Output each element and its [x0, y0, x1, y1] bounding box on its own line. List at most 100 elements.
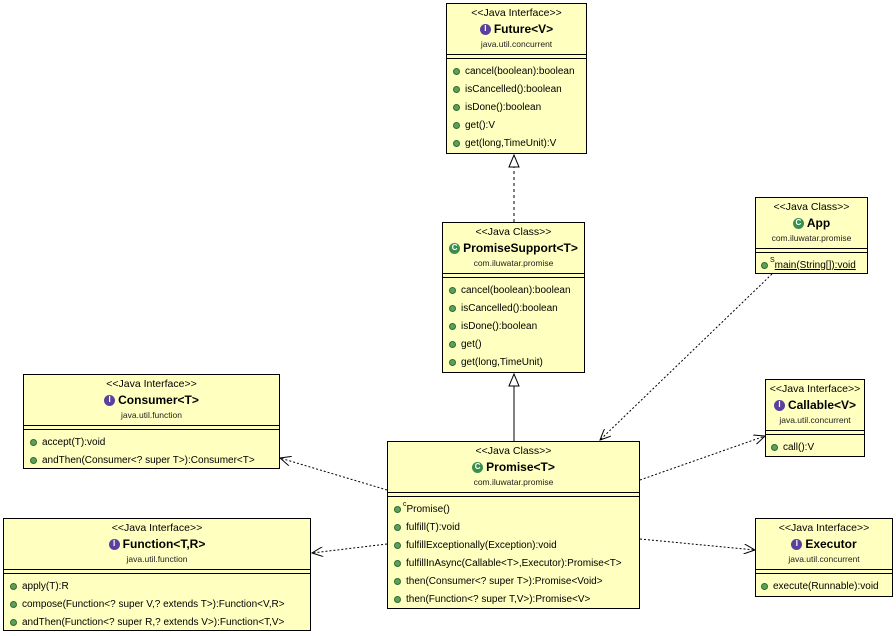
method-signature: then(Function<? super T,V>):Promise<V> [406, 593, 591, 605]
method-signature: apply(T):R [22, 580, 69, 592]
future-name: Future<V> [493, 22, 554, 36]
consumer-header: <<Java Interface>> I Consumer<T> java.ut… [24, 375, 279, 421]
promisesupport-class-box[interactable]: <<Java Class>> C PromiseSupport<T> com.i… [442, 222, 585, 373]
method-signature: isDone():boolean [465, 101, 542, 113]
public-method-icon [449, 322, 456, 330]
interface-icon: I [104, 394, 116, 406]
method-row[interactable]: get(long,TimeUnit) [449, 353, 584, 371]
public-method-icon [30, 438, 37, 446]
public-method-icon [10, 618, 17, 626]
method-row[interactable]: fulfillInAsync(Callable<T>,Executor):Pro… [394, 554, 639, 572]
promisesupport-name: PromiseSupport<T> [463, 241, 578, 255]
method-row[interactable]: isCancelled():boolean [449, 299, 584, 317]
future-interface-box[interactable]: <<Java Interface>> I Future<V> java.util… [446, 3, 587, 154]
method-row[interactable]: accept(T):void [30, 433, 279, 451]
consumer-name: Consumer<T> [118, 393, 199, 407]
methods-divider [24, 429, 279, 430]
attributes-divider [447, 54, 586, 58]
consumer-title: I Consumer<T> [24, 392, 279, 408]
class-icon: C [449, 242, 461, 254]
methods-divider [447, 58, 586, 59]
app-class-box[interactable]: <<Java Class>> C App com.iluwatar.promis… [755, 197, 868, 274]
executor-package: java.util.concurrent [788, 554, 860, 564]
method-signature: Promise() [406, 503, 450, 515]
method-signature: cancel(boolean):boolean [465, 65, 575, 77]
public-method-icon [761, 261, 768, 269]
method-row[interactable]: andThen(Consumer<? super T>):Consumer<T> [30, 451, 279, 469]
public-method-icon [10, 582, 17, 590]
consumer-interface-box[interactable]: <<Java Interface>> I Consumer<T> java.ut… [23, 374, 280, 469]
method-row[interactable]: isDone():boolean [449, 317, 584, 335]
method-signature: call():V [783, 441, 815, 453]
function-interface-box[interactable]: <<Java Interface>> I Function<T,R> java.… [3, 518, 311, 631]
public-method-icon [449, 304, 456, 312]
method-row[interactable]: cancel(boolean):boolean [449, 281, 584, 299]
executor-header: <<Java Interface>> I Executor java.util.… [756, 519, 892, 565]
method-signature: then(Consumer<? super T>):Promise<Void> [406, 575, 603, 587]
executor-interface-box[interactable]: <<Java Interface>> I Executor java.util.… [755, 518, 893, 597]
consumer-package: java.util.function [121, 410, 182, 420]
future-methods: cancel(boolean):boolean isCancelled():bo… [447, 59, 586, 152]
callable-interface-box[interactable]: <<Java Interface>> I Callable<V> java.ut… [765, 379, 865, 457]
methods-divider [443, 277, 584, 278]
methods-divider [4, 573, 310, 574]
method-signature: get() [461, 338, 482, 350]
function-name: Function<T,R> [122, 537, 206, 551]
method-row[interactable]: compose(Function<? super V,? extends T>)… [10, 595, 310, 613]
callable-stereotype: <<Java Interface>> [769, 383, 861, 395]
public-method-icon [453, 121, 460, 129]
function-title: I Function<T,R> [4, 536, 310, 552]
future-title: I Future<V> [447, 21, 586, 37]
method-row[interactable]: apply(T):R [10, 577, 310, 595]
app-package: com.iluwatar.promise [771, 233, 852, 243]
public-method-icon [453, 67, 460, 75]
method-signature: andThen(Function<? super R,? extends V>)… [22, 616, 285, 628]
method-row[interactable]: isDone():boolean [453, 98, 586, 116]
future-header: <<Java Interface>> I Future<V> java.util… [447, 4, 586, 50]
method-signature: fulfillInAsync(Callable<T>,Executor):Pro… [406, 557, 622, 569]
method-signature: get(long,TimeUnit) [461, 356, 543, 368]
method-signature: andThen(Consumer<? super T>):Consumer<T> [42, 454, 255, 466]
public-method-icon [394, 595, 401, 603]
method-row[interactable]: execute(Runnable):void [761, 577, 892, 595]
method-row[interactable]: get():V [453, 116, 586, 134]
methods-divider [388, 496, 639, 497]
attributes-divider [388, 492, 639, 496]
method-row[interactable]: get() [449, 335, 584, 353]
methods-divider [756, 573, 892, 574]
public-method-icon [771, 443, 778, 451]
dependency-app-promise [600, 273, 773, 440]
future-stereotype: <<Java Interface>> [471, 7, 562, 19]
method-row[interactable]: andThen(Function<? super R,? extends V>)… [10, 613, 310, 631]
dependency-promise-consumer [280, 458, 388, 491]
callable-title: I Callable<V> [766, 397, 864, 413]
promise-name: Promise<T> [486, 460, 555, 474]
promisesupport-stereotype: <<Java Class>> [475, 226, 552, 238]
method-row[interactable]: then(Consumer<? super T>):Promise<Void> [394, 572, 639, 590]
method-signature: execute(Runnable):void [773, 580, 879, 592]
promise-header: <<Java Class>> C Promise<T> com.iluwatar… [388, 442, 639, 488]
method-row[interactable]: cancel(boolean):boolean [453, 62, 586, 80]
public-method-icon [30, 456, 37, 464]
callable-name: Callable<V> [787, 398, 857, 412]
method-row[interactable]: call():V [771, 438, 864, 456]
executor-name: Executor [805, 537, 857, 551]
method-row[interactable]: fulfillExceptionally(Exception):void [394, 536, 639, 554]
attributes-divider [4, 569, 310, 573]
method-row[interactable]: isCancelled():boolean [453, 80, 586, 98]
method-row[interactable]: get(long,TimeUnit):V [453, 134, 586, 152]
method-row[interactable]: fulfill(T):void [394, 518, 639, 536]
interface-icon: I [791, 538, 803, 550]
promise-class-box[interactable]: <<Java Class>> C Promise<T> com.iluwatar… [387, 441, 640, 609]
executor-title: I Executor [756, 536, 892, 552]
public-method-icon [449, 340, 456, 348]
promisesupport-header: <<Java Class>> C PromiseSupport<T> com.i… [443, 223, 584, 269]
method-row[interactable]: then(Function<? super T,V>):Promise<V> [394, 590, 639, 608]
promisesupport-title: C PromiseSupport<T> [443, 240, 584, 256]
method-signature: compose(Function<? super V,? extends T>)… [22, 598, 285, 610]
method-signature: get(long,TimeUnit):V [465, 137, 557, 149]
